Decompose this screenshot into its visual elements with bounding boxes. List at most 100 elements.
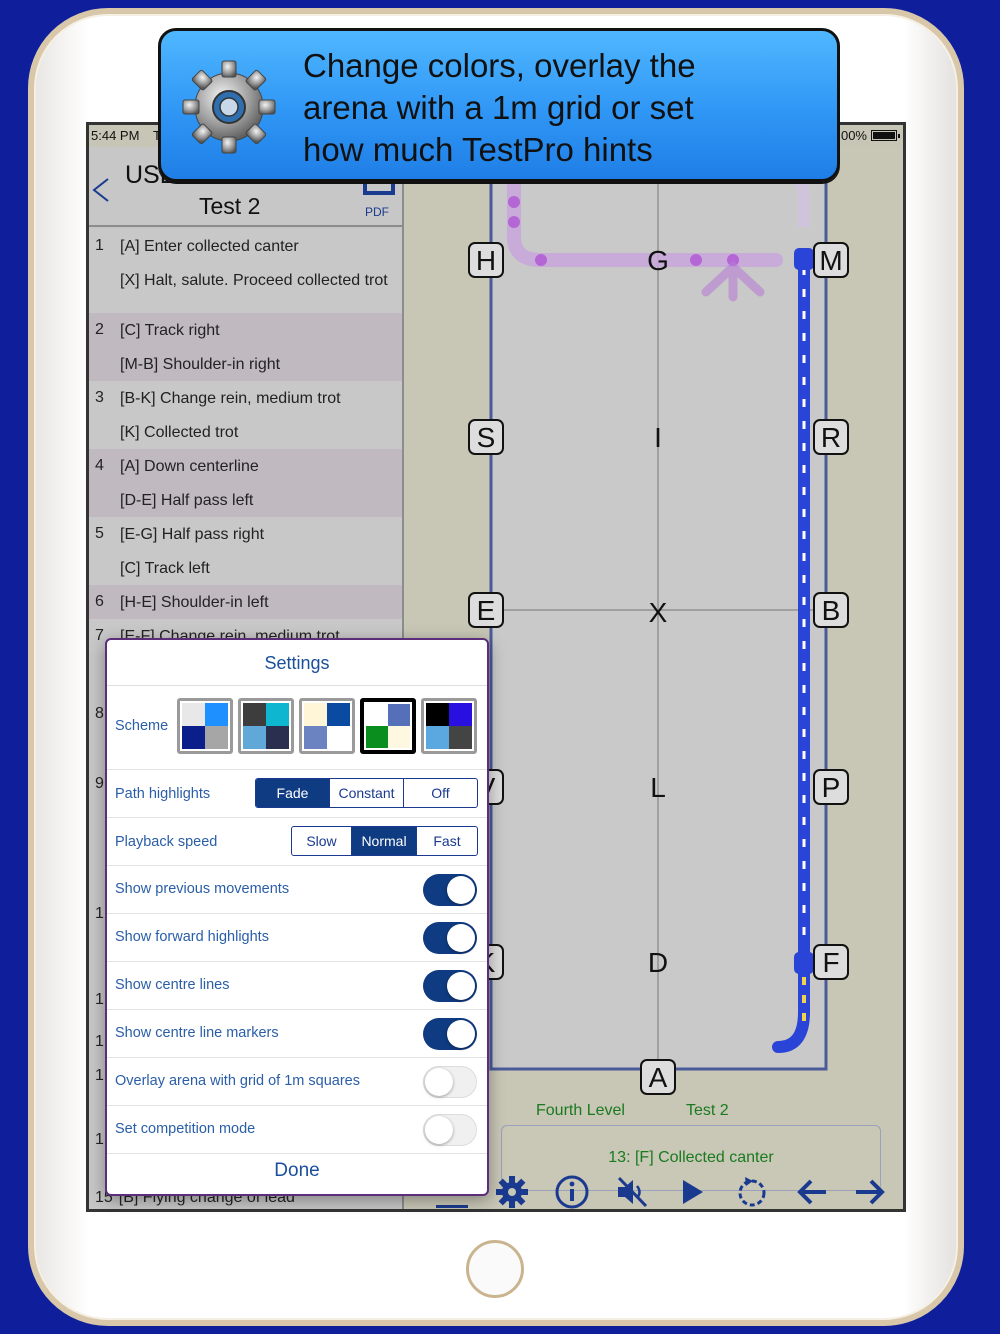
movement-number: 8 bbox=[95, 705, 104, 722]
path-marker bbox=[508, 216, 520, 228]
scheme-swatch[interactable] bbox=[421, 698, 477, 754]
gear-icon[interactable] bbox=[495, 1175, 529, 1209]
list-item[interactable]: [K] Collected trot bbox=[89, 415, 402, 449]
mute-icon[interactable] bbox=[615, 1175, 649, 1209]
swatch-color bbox=[449, 703, 472, 726]
rider-marker bbox=[794, 248, 814, 270]
letter-marker-r: R bbox=[821, 422, 841, 453]
playback-speed-option-fast[interactable]: Fast bbox=[433, 833, 461, 849]
home-button[interactable] bbox=[466, 1240, 524, 1298]
swatch-color bbox=[182, 703, 205, 726]
movement-text: [X] Halt, salute. Proceed collected trot bbox=[120, 272, 388, 289]
playback-speed-option-normal[interactable]: Normal bbox=[352, 827, 417, 855]
path-marker bbox=[727, 254, 739, 266]
toggle-knob bbox=[447, 876, 475, 904]
movement-number: 1 bbox=[95, 991, 104, 1008]
movement-text: [C] Track right bbox=[120, 322, 220, 339]
promo-banner: Change colors, overlay the arena with a … bbox=[158, 28, 840, 182]
back-chevron-icon[interactable] bbox=[91, 177, 111, 203]
scheme-swatch[interactable] bbox=[238, 698, 294, 754]
letter-marker-s: S bbox=[477, 422, 496, 453]
banner-line: arena with a 1m grid or set bbox=[303, 89, 694, 126]
scheme-swatch[interactable] bbox=[299, 698, 355, 754]
list-icon[interactable] bbox=[434, 1175, 468, 1209]
swatch-color bbox=[388, 704, 410, 726]
toggle-row: Set competition mode bbox=[107, 1106, 487, 1154]
path-highlights-label: Path highlights bbox=[115, 786, 211, 802]
swatch-color bbox=[205, 726, 228, 749]
status-carrier: T bbox=[153, 128, 161, 143]
swatch-color bbox=[304, 703, 327, 726]
playback-speed-option-slow[interactable]: Slow bbox=[292, 827, 352, 855]
toggle-switch[interactable] bbox=[423, 970, 477, 1002]
arena-diagram[interactable]: HMSREBVPKFAGIXLD bbox=[406, 147, 906, 1212]
movement-text: [A] Enter collected canter bbox=[120, 238, 299, 255]
status-battery: 00% bbox=[841, 128, 900, 143]
movement-rows: 1[A] Enter collected canter [X] Halt, sal… bbox=[89, 229, 402, 653]
toggle-label: Overlay arena with grid of 1m squares bbox=[115, 1073, 360, 1089]
centre-marker-x: X bbox=[649, 597, 668, 628]
scheme-swatch[interactable] bbox=[360, 698, 416, 754]
movement-text: [K] Collected trot bbox=[120, 424, 239, 441]
swatch-color bbox=[426, 703, 449, 726]
list-item[interactable]: 2 [C] Track right bbox=[89, 313, 402, 347]
toggle-row: Show previous movements bbox=[107, 866, 487, 914]
swatch-color bbox=[366, 726, 388, 748]
letter-marker-box bbox=[813, 769, 849, 805]
toggle-switch[interactable] bbox=[423, 1066, 477, 1098]
forward-arrow-icon[interactable] bbox=[853, 1175, 887, 1209]
movement-number: 2 bbox=[95, 321, 104, 338]
movement-number: 1 bbox=[95, 1131, 104, 1148]
replay-icon[interactable] bbox=[735, 1175, 769, 1209]
list-item[interactable]: 3[B-K] Change rein, medium trot bbox=[89, 381, 402, 415]
play-icon[interactable] bbox=[675, 1175, 709, 1209]
path-highlights-option-fade[interactable]: Fade bbox=[256, 779, 330, 807]
toggle-label: Show forward highlights bbox=[115, 929, 269, 945]
test-subtitle: Test 2 bbox=[199, 193, 261, 219]
scheme-swatch[interactable] bbox=[177, 698, 233, 754]
status-time: 5:44 PM bbox=[91, 128, 140, 143]
letter-marker-box bbox=[813, 944, 849, 980]
toggle-switch[interactable] bbox=[423, 1114, 477, 1146]
list-item[interactable]: 5[E-G] Half pass right bbox=[89, 517, 402, 551]
movement-number: 1 bbox=[95, 1033, 104, 1050]
list-item[interactable]: [X] Halt, salute. Proceed collected trot bbox=[89, 263, 402, 313]
letter-marker-b: B bbox=[822, 595, 841, 626]
movement-text: [D-E] Half pass left bbox=[120, 492, 254, 509]
done-button[interactable]: Done bbox=[274, 1160, 320, 1181]
path-marker bbox=[535, 254, 547, 266]
toggle-switch[interactable] bbox=[423, 874, 477, 906]
movement-number: 1 bbox=[95, 1067, 104, 1084]
list-item[interactable]: [M-B] Shoulder-in right bbox=[89, 347, 402, 381]
settings-title: Settings bbox=[107, 640, 487, 686]
toggle-row: Show forward highlights bbox=[107, 914, 487, 962]
toggle-switch[interactable] bbox=[423, 1018, 477, 1050]
path-marker bbox=[508, 196, 520, 208]
centre-marker-d: D bbox=[648, 947, 668, 978]
back-arrow-icon[interactable] bbox=[795, 1175, 829, 1209]
list-item[interactable]: [C] Track left bbox=[89, 551, 402, 585]
path-marker bbox=[690, 254, 702, 266]
list-item[interactable]: [D-E] Half pass left bbox=[89, 483, 402, 517]
toggle-knob bbox=[447, 972, 475, 1000]
path-highlights-option-constant[interactable]: Constant bbox=[330, 779, 404, 807]
toggle-switch[interactable] bbox=[423, 922, 477, 954]
info-icon[interactable] bbox=[555, 1175, 589, 1209]
centre-marker-l: L bbox=[650, 772, 666, 803]
movement-number: 6 bbox=[95, 593, 104, 610]
banner-text: Change colors, overlay the arena with a … bbox=[303, 45, 823, 171]
letter-marker-e: E bbox=[477, 595, 496, 626]
toggle-knob bbox=[447, 1020, 475, 1048]
swatch-color bbox=[266, 703, 289, 726]
path-highlights-option-off[interactable]: Off bbox=[431, 785, 450, 801]
list-item[interactable]: 6[H-E] Shoulder-in left bbox=[89, 585, 402, 619]
toggle-label: Set competition mode bbox=[115, 1121, 256, 1137]
footer-level: Fourth Level bbox=[536, 1102, 625, 1119]
list-item[interactable]: 1[A] Enter collected canter bbox=[89, 229, 402, 263]
centre-marker-g: G bbox=[647, 245, 669, 276]
movement-number: 5 bbox=[95, 525, 104, 542]
swatch-color bbox=[388, 726, 410, 748]
list-item[interactable]: 4[A] Down centerline bbox=[89, 449, 402, 483]
letter-marker-box bbox=[813, 592, 849, 628]
